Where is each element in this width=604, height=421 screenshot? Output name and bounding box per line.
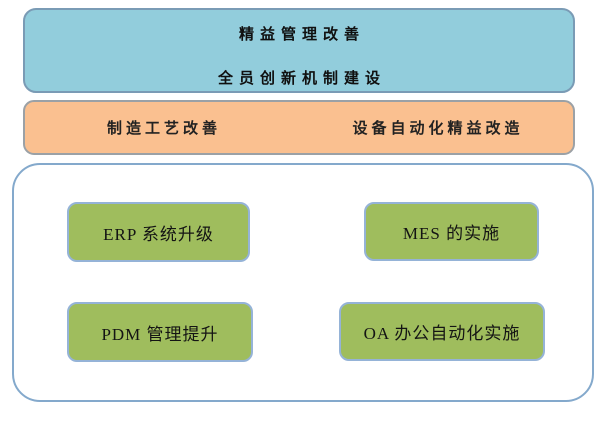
lean-management-box: 精益管理改善 全员创新机制建设 — [23, 8, 575, 93]
equipment-automation-label: 设备自动化精益改造 — [352, 120, 524, 137]
erp-upgrade-box: ERP 系统升级 — [67, 202, 250, 262]
lean-management-title: 精益管理改善 — [238, 26, 365, 43]
oa-automation-box: OA 办公自动化实施 — [339, 302, 545, 361]
innovation-mechanism-title: 全员创新机制建设 — [217, 70, 386, 87]
process-improvement-box: 制造工艺改善 设备自动化精益改造 — [23, 100, 575, 155]
pdm-improvement-box: PDM 管理提升 — [67, 302, 253, 362]
manufacturing-process-label: 制造工艺改善 — [106, 120, 221, 137]
mes-implementation-box: MES 的实施 — [364, 202, 539, 261]
it-systems-container: ERP 系统升级 MES 的实施 PDM 管理提升 OA 办公自动化实施 — [12, 163, 594, 402]
